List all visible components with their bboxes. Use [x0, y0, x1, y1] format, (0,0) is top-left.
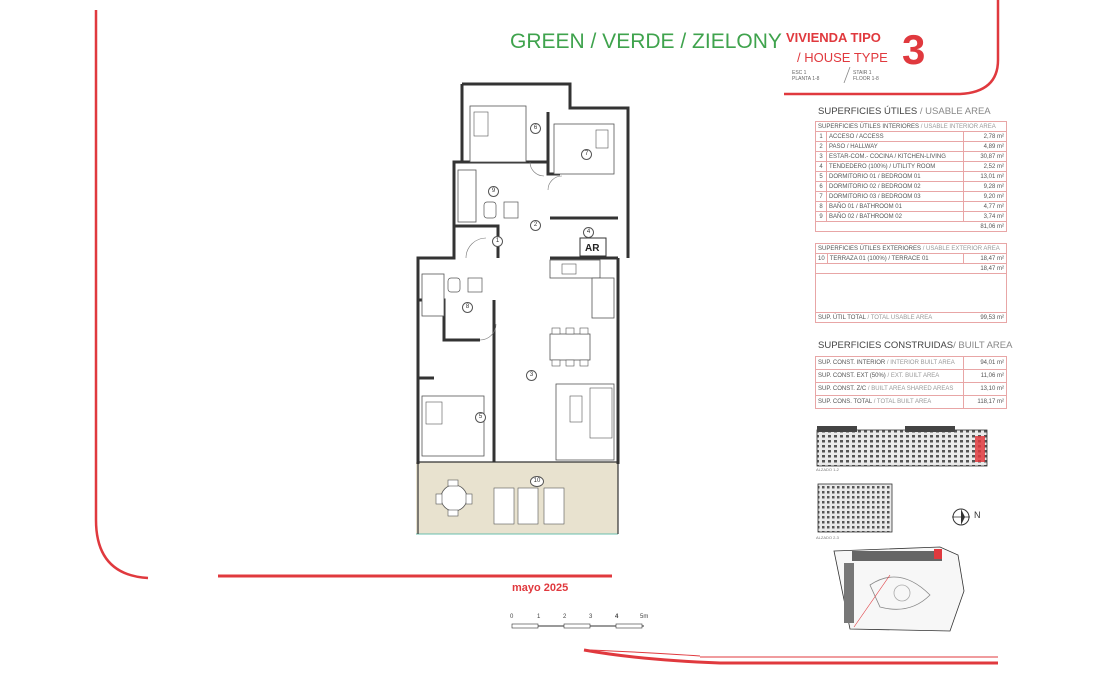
usable-exterior-table: SUPERFICIES ÚTILES EXTERIORES / USABLE E… — [815, 243, 1007, 323]
interior-total: 81,06 m² — [963, 221, 1007, 232]
upper-elevation-drawing — [816, 426, 988, 467]
room-number-5: 5 — [475, 412, 486, 423]
room-number-8: 8 — [462, 302, 473, 313]
built-area-title: SUPERFICIES CONSTRUIDAS/ BUILT AREA — [818, 340, 1013, 351]
table-row: SUP. CONST. Z/C / BUILT AREA SHARED AREA… — [815, 382, 1007, 396]
lower-elevation-drawing — [817, 483, 893, 533]
room-number-6: 6 — [530, 123, 541, 134]
interior-header: SUPERFICIES ÚTILES INTERIORES / USABLE I… — [815, 121, 1007, 132]
north-label: N — [974, 510, 981, 520]
lower-elevation-caption: ALZADO 2-3 — [816, 535, 839, 540]
table-row: 81,06 m² — [815, 221, 1007, 232]
built-area-table: SUP. CONST. INTERIOR / INTERIOR BUILT AR… — [815, 356, 1007, 409]
room-number-7: 7 — [581, 149, 592, 160]
house-type-number: 3 — [902, 26, 926, 73]
room-number-10: 10 — [530, 476, 544, 487]
scale-tick-5: 5m — [640, 614, 649, 620]
scale-bar — [511, 623, 644, 629]
room-number-3: 3 — [526, 370, 537, 381]
color-variant-title: GREEN / VERDE / ZIELONY — [510, 30, 782, 53]
exterior-header: SUPERFICIES ÚTILES EXTERIORES / USABLE E… — [815, 243, 1007, 254]
house-type-label: / HOUSE TYPE — [797, 50, 888, 65]
room-number-4: 4 — [583, 227, 594, 238]
table-row: 18,47 m² — [815, 263, 1007, 274]
scale-tick-4: 4 — [615, 614, 619, 620]
room-number-1: 1 — [492, 236, 503, 247]
site-plan-drawing — [833, 546, 965, 632]
esc-line: ESC 1 — [792, 70, 807, 76]
planta-line: PLANTA 1-8 — [792, 76, 820, 82]
stair-floor-en: STAIR 1 FLOOR 1-8 — [853, 70, 879, 82]
usable-area-title: SUPERFICIES ÚTILES / USABLE AREA — [818, 106, 991, 117]
ar-label: AR — [585, 243, 600, 254]
scale-tick-3: 3 — [589, 614, 593, 620]
date-label: mayo 2025 — [512, 582, 569, 594]
floor-plan: AR — [416, 82, 630, 535]
exterior-total: 18,47 m² — [963, 263, 1007, 274]
north-arrow-icon — [952, 508, 970, 526]
scale-tick-1: 1 — [537, 614, 541, 620]
room-number-9: 9 — [488, 186, 499, 197]
floor-line: FLOOR 1-8 — [853, 76, 879, 82]
scale-tick-0: 0 — [510, 614, 514, 620]
divider-slash — [843, 67, 851, 83]
vivienda-tipo-label: VIVIENDA TIPO — [786, 30, 881, 45]
scale-tick-2: 2 — [563, 614, 567, 620]
usable-interior-table: SUPERFICIES ÚTILES INTERIORES / USABLE I… — [815, 121, 1007, 232]
table-row: SUP. CONST. INTERIOR / INTERIOR BUILT AR… — [815, 356, 1007, 370]
room-number-2: 2 — [530, 220, 541, 231]
stair-floor-es: ESC 1 PLANTA 1-8 — [792, 70, 819, 82]
usable-total-value: 99,53 m² — [963, 312, 1007, 323]
stair-line: STAIR 1 — [853, 70, 872, 76]
upper-elevation-caption: ALZADO 1-2 — [816, 467, 839, 472]
